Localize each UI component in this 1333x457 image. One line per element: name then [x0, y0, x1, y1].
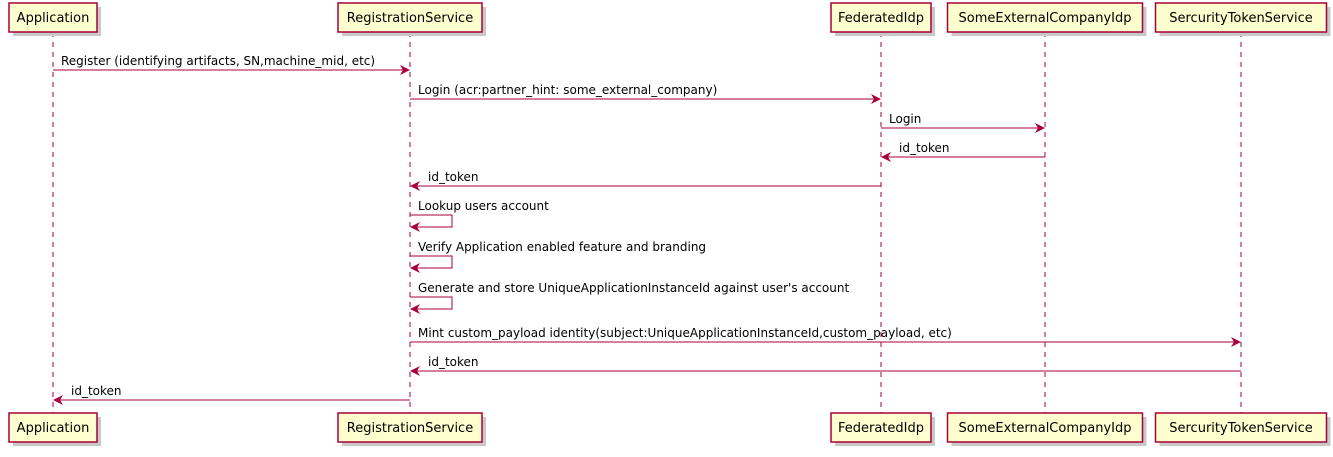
self-message-arrow — [410, 214, 453, 232]
participant-box-app-bottom — [8, 412, 98, 443]
participant-label-sts-bottom: SercurityTokenService — [1169, 421, 1312, 436]
messages: Register (identifying artifacts, SN,mach… — [53, 54, 1241, 405]
participant-box-reg-top — [337, 2, 483, 33]
message-label: Lookup users account — [418, 199, 549, 213]
message-label: id_token — [428, 355, 479, 369]
message-11: id_token — [53, 384, 410, 405]
message-label: Login — [889, 112, 921, 126]
participant-box-ext-top — [946, 2, 1144, 33]
participant-label-fed-top: FederatedIdp — [838, 11, 924, 26]
participant-boxes: ApplicationApplicationRegistrationServic… — [8, 2, 1331, 446]
self-message-arrow — [410, 296, 453, 314]
participant-box-sts-top — [1154, 2, 1328, 33]
message-label: Register (identifying artifacts, SN,mach… — [61, 54, 375, 68]
participant-box-reg-bottom — [337, 412, 483, 443]
message-7: Verify Application enabled feature and b… — [410, 240, 706, 273]
participant-label-app-bottom: Application — [17, 421, 90, 436]
message-label: Generate and store UniqueApplicationInst… — [418, 281, 849, 295]
participant-label-reg-top: RegistrationService — [347, 11, 473, 26]
message-label: Mint custom_payload identity(subject:Uni… — [418, 326, 952, 340]
participant-label-sts-top: SercurityTokenService — [1169, 11, 1312, 26]
message-label: Verify Application enabled feature and b… — [418, 240, 706, 254]
participant-label-ext-top: SomeExternalCompanyIdp — [959, 11, 1132, 26]
participant-box-fed-bottom — [830, 412, 932, 443]
participant-box-sts-bottom — [1154, 412, 1328, 443]
participant-label-ext-bottom: SomeExternalCompanyIdp — [959, 421, 1132, 436]
message-2: Login (acr:partner_hint: some_external_c… — [410, 83, 881, 104]
message-10: id_token — [410, 355, 1241, 376]
message-label: id_token — [428, 170, 479, 184]
message-9: Mint custom_payload identity(subject:Uni… — [410, 326, 1241, 347]
message-label: Login (acr:partner_hint: some_external_c… — [418, 83, 717, 97]
message-6: Lookup users account — [410, 199, 549, 232]
self-message-arrow — [410, 255, 453, 273]
participant-box-ext-bottom — [946, 412, 1144, 443]
message-3: Login — [881, 112, 1045, 133]
message-5: id_token — [410, 170, 881, 191]
message-4: id_token — [881, 141, 1045, 162]
participant-label-reg-bottom: RegistrationService — [347, 421, 473, 436]
participant-box-fed-top — [830, 2, 932, 33]
participant-label-app-top: Application — [17, 11, 90, 26]
message-1: Register (identifying artifacts, SN,mach… — [53, 54, 410, 75]
message-8: Generate and store UniqueApplicationInst… — [410, 281, 849, 314]
message-label: id_token — [71, 384, 122, 398]
participant-box-app-top — [8, 2, 98, 33]
participant-label-fed-bottom: FederatedIdp — [838, 421, 924, 436]
message-label: id_token — [899, 141, 950, 155]
